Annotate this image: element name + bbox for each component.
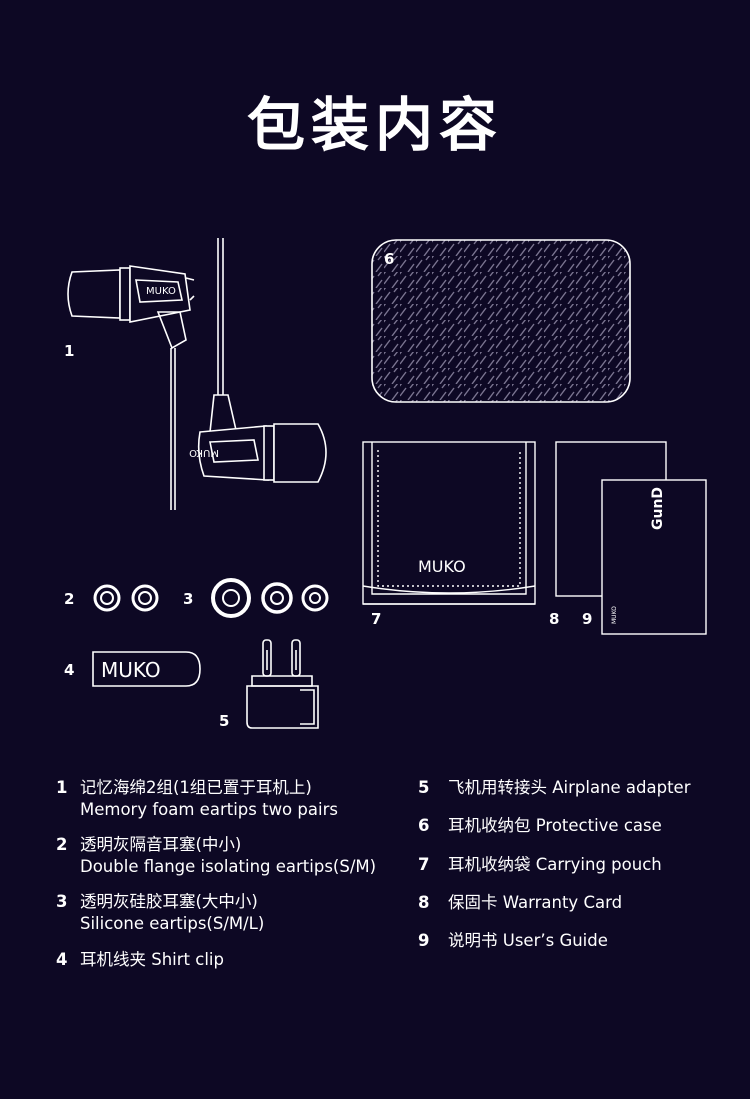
illus-num-7: 7 bbox=[371, 610, 381, 628]
shirt-clip-drawing bbox=[92, 651, 201, 687]
item-zh: 飞机用转接头 Airplane adapter bbox=[448, 778, 691, 797]
illus-num-6: 6 bbox=[384, 250, 394, 268]
silicone-eartips-drawing bbox=[211, 578, 329, 618]
item-number: 8 bbox=[418, 893, 430, 912]
illus-num-2: 2 bbox=[64, 590, 74, 608]
illus-num-4: 4 bbox=[64, 661, 74, 679]
guide-logo: GunD bbox=[650, 487, 666, 530]
item-number: 5 bbox=[418, 778, 430, 797]
item-zh: 透明灰硅胶耳塞(大中小) bbox=[80, 892, 258, 911]
illus-num-9: 9 bbox=[582, 610, 592, 628]
item-zh: 耳机收纳包 Protective case bbox=[448, 816, 662, 835]
item-number: 7 bbox=[418, 855, 430, 874]
earphone-right-logo: MUKO bbox=[189, 447, 219, 458]
item-zh: 耳机线夹 Shirt clip bbox=[80, 950, 224, 969]
item-zh: 说明书 User’s Guide bbox=[448, 931, 608, 950]
earphone-left-logo: MUKO bbox=[146, 286, 176, 297]
item-zh: 记忆海绵2组(1组已置于耳机上) bbox=[80, 778, 312, 797]
illus-num-1: 1 bbox=[64, 342, 74, 360]
pouch-logo: MUKO bbox=[418, 557, 466, 576]
item-zh: 保固卡 Warranty Card bbox=[448, 893, 623, 912]
illus-num-5: 5 bbox=[219, 712, 229, 730]
item-number: 2 bbox=[56, 835, 68, 854]
page-title: 包装内容 bbox=[246, 91, 503, 159]
item-number: 3 bbox=[56, 892, 68, 911]
item-en: Silicone eartips(S/M/L) bbox=[80, 914, 265, 933]
item-en: Memory foam eartips two pairs bbox=[80, 800, 338, 819]
airplane-adapter-drawing bbox=[246, 639, 319, 729]
guide-small-logo: MUKO bbox=[611, 606, 618, 624]
item-number: 6 bbox=[418, 816, 430, 835]
double-flange-eartips-drawing bbox=[93, 584, 159, 612]
illus-num-8: 8 bbox=[549, 610, 559, 628]
illus-num-3: 3 bbox=[183, 590, 193, 608]
item-number: 4 bbox=[56, 950, 68, 969]
item-zh: 耳机收纳袋 Carrying pouch bbox=[448, 855, 662, 874]
protective-case-drawing bbox=[371, 239, 631, 403]
item-number: 1 bbox=[56, 778, 68, 797]
users-guide-drawing bbox=[601, 479, 707, 635]
package-contents-illustration: MUKO MUKO MUKO GunD MUKO MUKO bbox=[64, 238, 707, 730]
carrying-pouch-drawing bbox=[362, 441, 536, 605]
item-number: 9 bbox=[418, 931, 430, 950]
shirt-clip-logo: MUKO bbox=[101, 658, 161, 682]
item-en: Double flange isolating eartips(S/M) bbox=[80, 857, 377, 876]
item-zh: 透明灰隔音耳塞(中小) bbox=[80, 835, 242, 854]
earphones-drawing bbox=[67, 238, 327, 510]
